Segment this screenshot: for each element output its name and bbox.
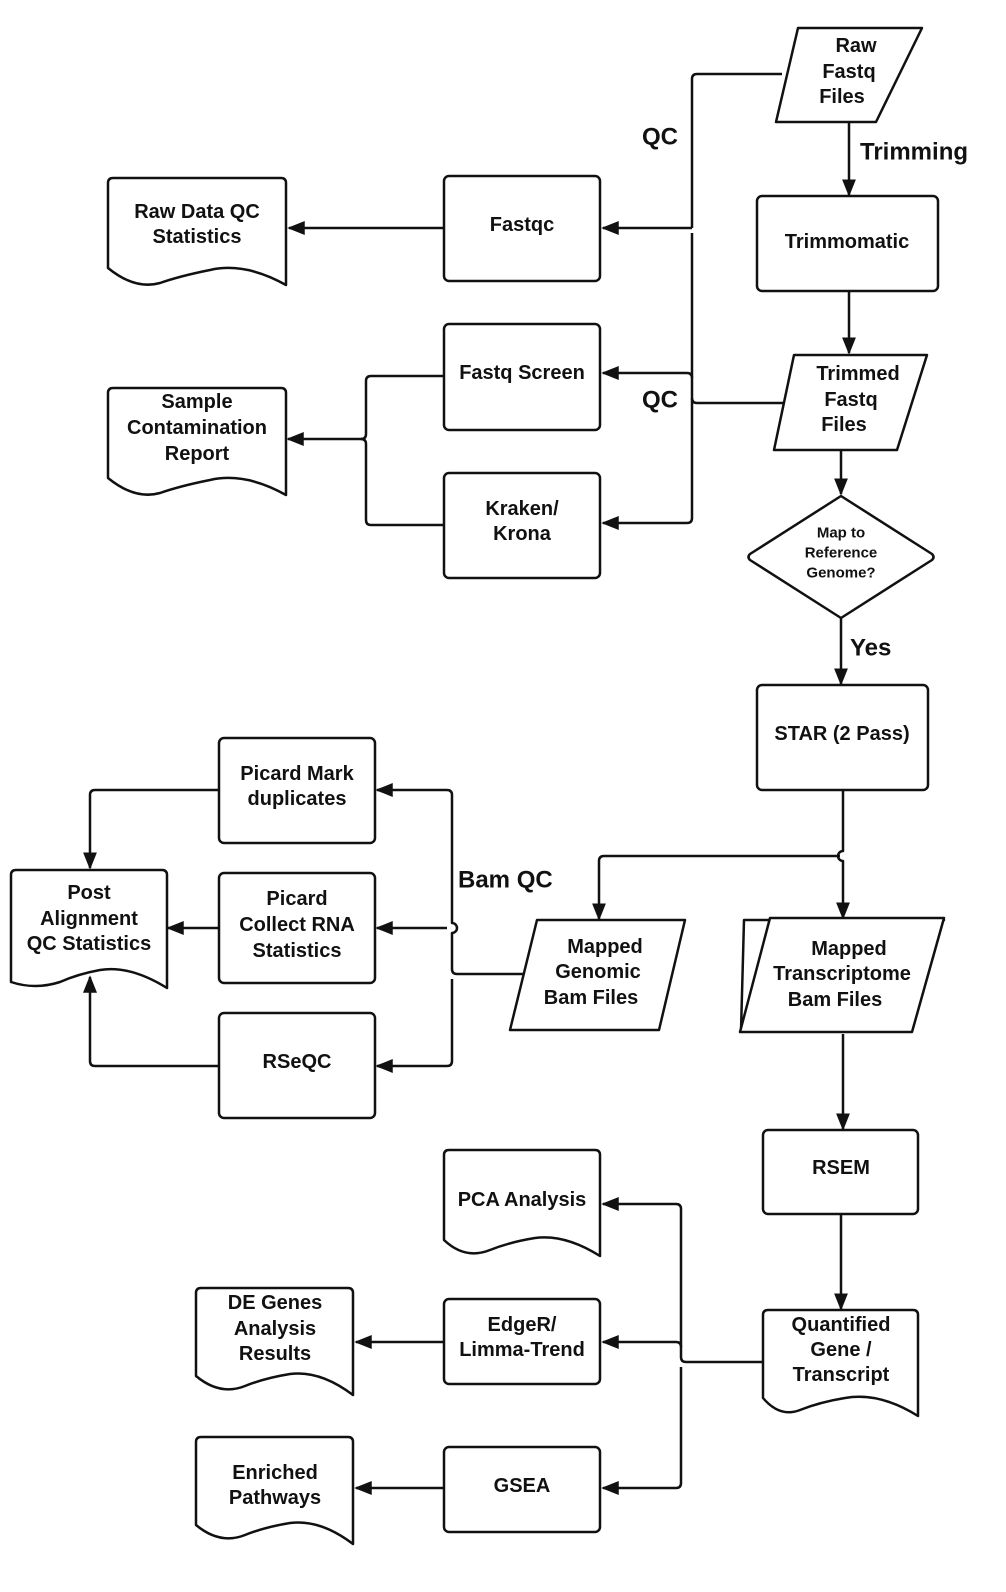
edge-picard-mark-to-post bbox=[83, 788, 219, 870]
node-label-line: Fastqc bbox=[490, 214, 554, 236]
node-label-line: Limma-Trend bbox=[459, 1339, 585, 1361]
edge-fastq-screen-branch bbox=[360, 374, 444, 441]
edge-genomic-to-bamqc bbox=[450, 968, 525, 976]
edge-qc-trunk-lower bbox=[601, 233, 694, 530]
node-label-line: Alignment bbox=[40, 908, 138, 930]
node-raw-data-qc-statistics[interactable]: Raw Data QC Statistics bbox=[106, 176, 288, 287]
edge-labels: QC Trimming QC Yes Bam QC bbox=[458, 124, 968, 894]
node-label-line: Statistics bbox=[253, 940, 342, 962]
edge-trunk-to-edger bbox=[601, 1335, 683, 1349]
node-label-line: Gene / bbox=[810, 1339, 872, 1361]
node-label-line: Fastq bbox=[824, 389, 877, 411]
node-post-alignment-qc-statistics[interactable]: Post Alignment QC Statistics bbox=[9, 868, 169, 990]
edge-label-yes: Yes bbox=[850, 635, 891, 662]
edge-star-down bbox=[836, 790, 850, 920]
node-label-line: Transcriptome bbox=[773, 963, 911, 985]
node-pca-analysis[interactable]: PCA Analysis bbox=[442, 1148, 602, 1258]
node-label-line: Genomic bbox=[555, 961, 641, 983]
node-label-line: duplicates bbox=[248, 788, 347, 810]
node-fastqc[interactable]: Fastqc bbox=[442, 174, 602, 283]
edge-trunk-to-pca bbox=[601, 1197, 683, 1357]
node-de-genes-analysis-results[interactable]: DE Genes Analysis Results bbox=[194, 1286, 355, 1397]
node-picard-collect-rna-statistics[interactable]: Picard Collect RNA Statistics bbox=[217, 871, 377, 985]
node-label-line: Files bbox=[819, 86, 865, 108]
node-label-line: Mapped bbox=[567, 936, 643, 958]
node-sample-contamination-report[interactable]: Sample Contamination Report bbox=[106, 386, 288, 497]
node-enriched-pathways[interactable]: Enriched Pathways bbox=[194, 1435, 355, 1546]
node-rsem[interactable]: RSEM bbox=[761, 1128, 920, 1216]
node-label-line: Fastq Screen bbox=[459, 362, 585, 384]
node-label-line: Quantified bbox=[792, 1314, 891, 1336]
node-label-line: Post bbox=[67, 882, 111, 904]
node-label-line: Mapped bbox=[811, 938, 887, 960]
node-gsea[interactable]: GSEA bbox=[442, 1445, 602, 1534]
edge-trunk-to-gsea bbox=[601, 1367, 683, 1495]
node-fastq-screen[interactable]: Fastq Screen bbox=[442, 322, 602, 432]
node-raw-fastq-files[interactable]: Raw Fastq Files bbox=[774, 26, 924, 124]
node-label-line: Map to bbox=[817, 525, 865, 542]
node-label-line: Bam Files bbox=[788, 989, 882, 1011]
node-label-line: Sample bbox=[161, 391, 232, 413]
node-trimmomatic[interactable]: Trimmomatic bbox=[755, 194, 940, 293]
node-mapped-transcriptome-bam-files[interactable]: Mapped Transcriptome Bam Files bbox=[738, 916, 946, 1034]
edge-quantified-trunk bbox=[679, 1356, 762, 1364]
node-label-line: EdgeR/ bbox=[488, 1314, 557, 1336]
node-kraken-krona[interactable]: Kraken/ Krona bbox=[442, 471, 602, 580]
node-label-line: Genome? bbox=[806, 565, 875, 582]
node-trimmed-fastq-files[interactable]: Trimmed Fastq Files bbox=[772, 353, 929, 452]
node-label-line: RSeQC bbox=[263, 1051, 332, 1073]
edge-bamqc-trunk-upper bbox=[375, 783, 459, 969]
node-label-line: Collect RNA bbox=[239, 914, 355, 936]
node-label-line: Enriched bbox=[232, 1462, 318, 1484]
node-label-line: RSEM bbox=[812, 1157, 870, 1179]
node-label-line: Contamination bbox=[127, 417, 267, 439]
node-label-line: Bam Files bbox=[544, 987, 638, 1009]
node-label-line: Raw bbox=[835, 35, 877, 57]
node-label-line: STAR (2 Pass) bbox=[774, 723, 909, 745]
node-label-line: GSEA bbox=[494, 1475, 551, 1497]
node-label-line: PCA Analysis bbox=[458, 1189, 587, 1211]
edge-kraken-branch bbox=[360, 437, 444, 527]
node-label-line: Files bbox=[821, 414, 867, 436]
node-rseqc[interactable]: RSeQC bbox=[217, 1011, 377, 1120]
node-label-line: Reference bbox=[805, 545, 878, 562]
edge-bamqc-trunk-lower bbox=[375, 979, 454, 1073]
edge-to-fastq-screen bbox=[601, 366, 694, 380]
node-label-line: Report bbox=[165, 443, 230, 465]
node-label-line: Picard Mark bbox=[240, 763, 354, 785]
edge-raw-fastq-qc-trunk bbox=[690, 72, 782, 228]
node-label-line: Statistics bbox=[153, 226, 242, 248]
edge-label-bam-qc: Bam QC bbox=[458, 867, 553, 894]
edge-rseqc-to-post bbox=[83, 975, 219, 1068]
node-label-line: QC Statistics bbox=[27, 933, 151, 955]
node-label-line: Fastq bbox=[822, 61, 875, 83]
node-label-line: Krona bbox=[493, 523, 552, 545]
edge-star-to-genomic bbox=[592, 854, 840, 921]
edges bbox=[83, 72, 856, 1495]
node-mapped-genomic-bam-files[interactable]: Mapped Genomic Bam Files bbox=[508, 918, 687, 1032]
node-label-line: Transcript bbox=[793, 1364, 890, 1386]
node-label-line: Raw Data QC bbox=[134, 201, 260, 223]
edge-label-qc-trimmed: QC bbox=[642, 387, 678, 414]
node-map-to-reference-decision[interactable]: Map to Reference Genome? bbox=[747, 494, 935, 620]
node-picard-mark-duplicates[interactable]: Picard Mark duplicates bbox=[217, 736, 377, 845]
node-label-line: Analysis bbox=[234, 1318, 316, 1340]
edge-label-trimming: Trimming bbox=[860, 139, 968, 166]
edge-label-qc-raw: QC bbox=[642, 124, 678, 151]
node-label-line: Pathways bbox=[229, 1487, 321, 1509]
node-label-line: Trimmomatic bbox=[785, 231, 909, 253]
node-label-line: Kraken/ bbox=[485, 498, 559, 520]
nodes: Raw Fastq Files Trimmomatic Trimmed Fast… bbox=[9, 26, 946, 1546]
node-edger-limma-trend[interactable]: EdgeR/ Limma-Trend bbox=[442, 1297, 602, 1386]
node-label-line: DE Genes bbox=[228, 1292, 322, 1314]
node-label-line: Picard bbox=[266, 888, 327, 910]
node-label-line: Trimmed bbox=[816, 363, 899, 385]
node-quantified-gene-transcript[interactable]: Quantified Gene / Transcript bbox=[761, 1308, 920, 1418]
edge-trimmed-fastq-qc bbox=[690, 397, 784, 405]
node-star-2-pass[interactable]: STAR (2 Pass) bbox=[755, 683, 930, 792]
node-label-line: Results bbox=[239, 1343, 311, 1365]
